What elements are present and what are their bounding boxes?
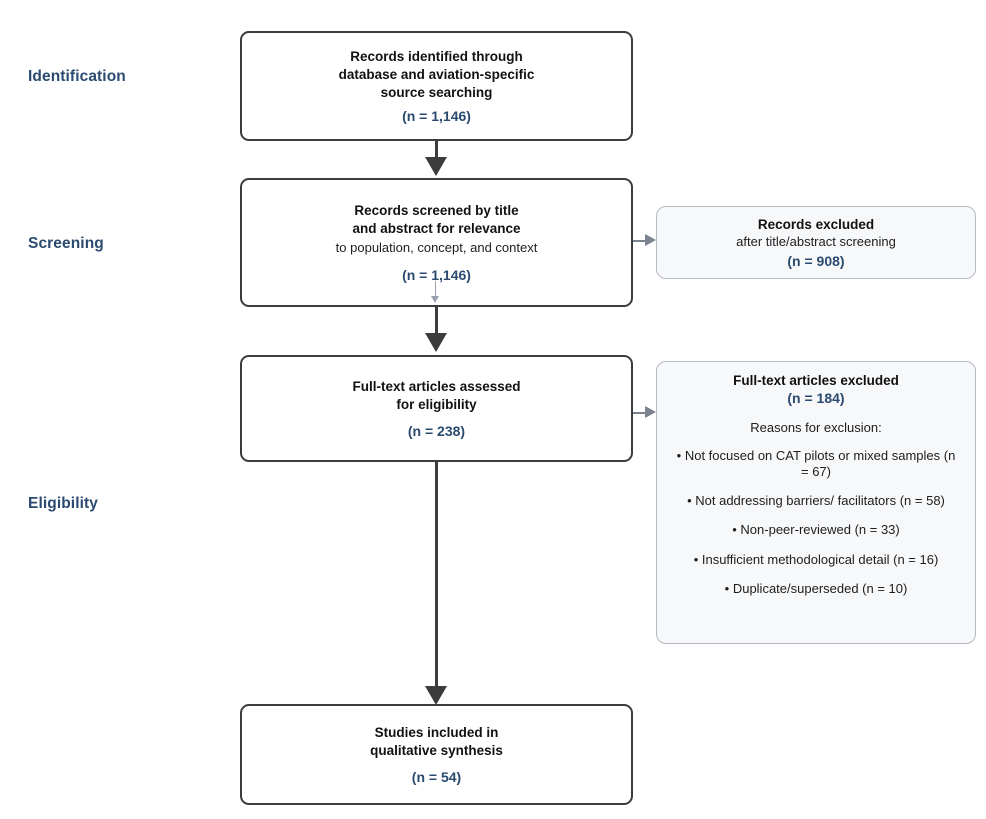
- exclusion-reason-item: • Not addressing barriers/ facilitators …: [687, 493, 945, 509]
- box-records-excluded: Records excluded after title/abstract sc…: [656, 206, 976, 279]
- box-studies-included-title-line-2: qualitative synthesis: [370, 742, 503, 758]
- stage-label-screening: Screening: [28, 235, 104, 252]
- box-records-screened-title-line-2: and abstract for relevance: [352, 221, 521, 237]
- box-fulltext-excluded-count: (n = 184): [787, 389, 845, 406]
- connector-fulltext-to-excluded-arrow: [645, 406, 656, 418]
- box-studies-included: Studies included in qualitative synthesi…: [240, 704, 633, 805]
- box-records-excluded-count: (n = 908): [787, 253, 845, 270]
- exclusion-reason-item: • Duplicate/superseded (n = 10): [724, 580, 908, 596]
- box-records-identified-title-line-2: database and aviation-specific: [338, 67, 535, 83]
- stage-label-identification: Identification: [28, 68, 126, 85]
- box-studies-included-count: (n = 54): [411, 769, 462, 786]
- connector-screened-to-fulltext-line: [435, 307, 438, 336]
- box-studies-included-title-line-1: Studies included in: [374, 724, 499, 740]
- connector-screened-to-fulltext-arrow: [425, 333, 447, 352]
- box-fulltext-assessed: Full-text articles assessed for eligibil…: [240, 355, 633, 462]
- box-records-screened: Records screened by title and abstract f…: [240, 178, 633, 307]
- connector-identified-to-screened-line: [435, 141, 438, 159]
- connector-fulltext-to-excluded-line: [633, 412, 647, 414]
- box-records-screened-subtitle: to population, concept, and context: [335, 240, 538, 256]
- box-records-identified: Records identified through database and …: [240, 31, 633, 141]
- box-fulltext-excluded-reasons-header: Reasons for exclusion:: [750, 419, 882, 435]
- exclusion-reason-item: • Non-peer-reviewed (n = 33): [732, 522, 900, 538]
- box-fulltext-assessed-title-line-2: for eligibility: [396, 396, 477, 412]
- box-records-screened-count: (n = 1,146): [402, 266, 471, 283]
- stage-label-eligibility: Eligibility: [28, 495, 98, 512]
- box-fulltext-assessed-count: (n = 238): [407, 423, 466, 440]
- connector-fulltext-to-included-line: [435, 462, 438, 690]
- box-records-identified-title-line-3: source searching: [380, 84, 493, 100]
- box-records-excluded-title: Records excluded: [757, 216, 875, 232]
- box-records-identified-count: (n = 1,146): [402, 107, 471, 124]
- connector-fulltext-to-included-arrow: [425, 686, 447, 705]
- connector-screened-to-excluded-arrow: [645, 234, 656, 246]
- connector-identified-to-screened-arrow: [425, 157, 447, 176]
- exclusion-reason-item: • Not focused on CAT pilots or mixed sam…: [676, 447, 956, 479]
- box-fulltext-excluded-title: Full-text articles excluded: [733, 373, 899, 388]
- connector-screened-to-excluded-line: [633, 240, 647, 242]
- box-fulltext-assessed-title-line-1: Full-text articles assessed: [352, 378, 521, 394]
- box-fulltext-excluded: Full-text articles excluded (n = 184) Re…: [656, 361, 976, 644]
- box-records-excluded-subtitle: after title/abstract screening: [736, 234, 896, 250]
- box-records-identified-title-line-1: Records identified through: [350, 49, 523, 65]
- box-records-screened-title-line-1: Records screened by title: [354, 203, 519, 219]
- exclusion-reason-item: • Insufficient methodological detail (n …: [693, 551, 939, 567]
